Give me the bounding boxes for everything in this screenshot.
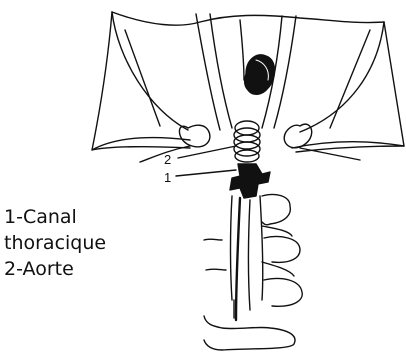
legend-line-1: 1-Canal [4, 204, 106, 230]
aorta [234, 121, 260, 162]
thoracic-duct [230, 164, 270, 198]
legend-line-3: 2-Aorte [4, 256, 106, 282]
vertebral-column [204, 194, 302, 350]
callout-number-2: 2 [164, 152, 171, 167]
legend-line-2: thoracique [4, 230, 106, 256]
spine-dark-line [236, 198, 240, 320]
callout-number-1: 1 [164, 170, 171, 185]
legend: 1-Canal thoracique 2-Aorte [4, 204, 106, 282]
callout-lines [176, 146, 236, 176]
